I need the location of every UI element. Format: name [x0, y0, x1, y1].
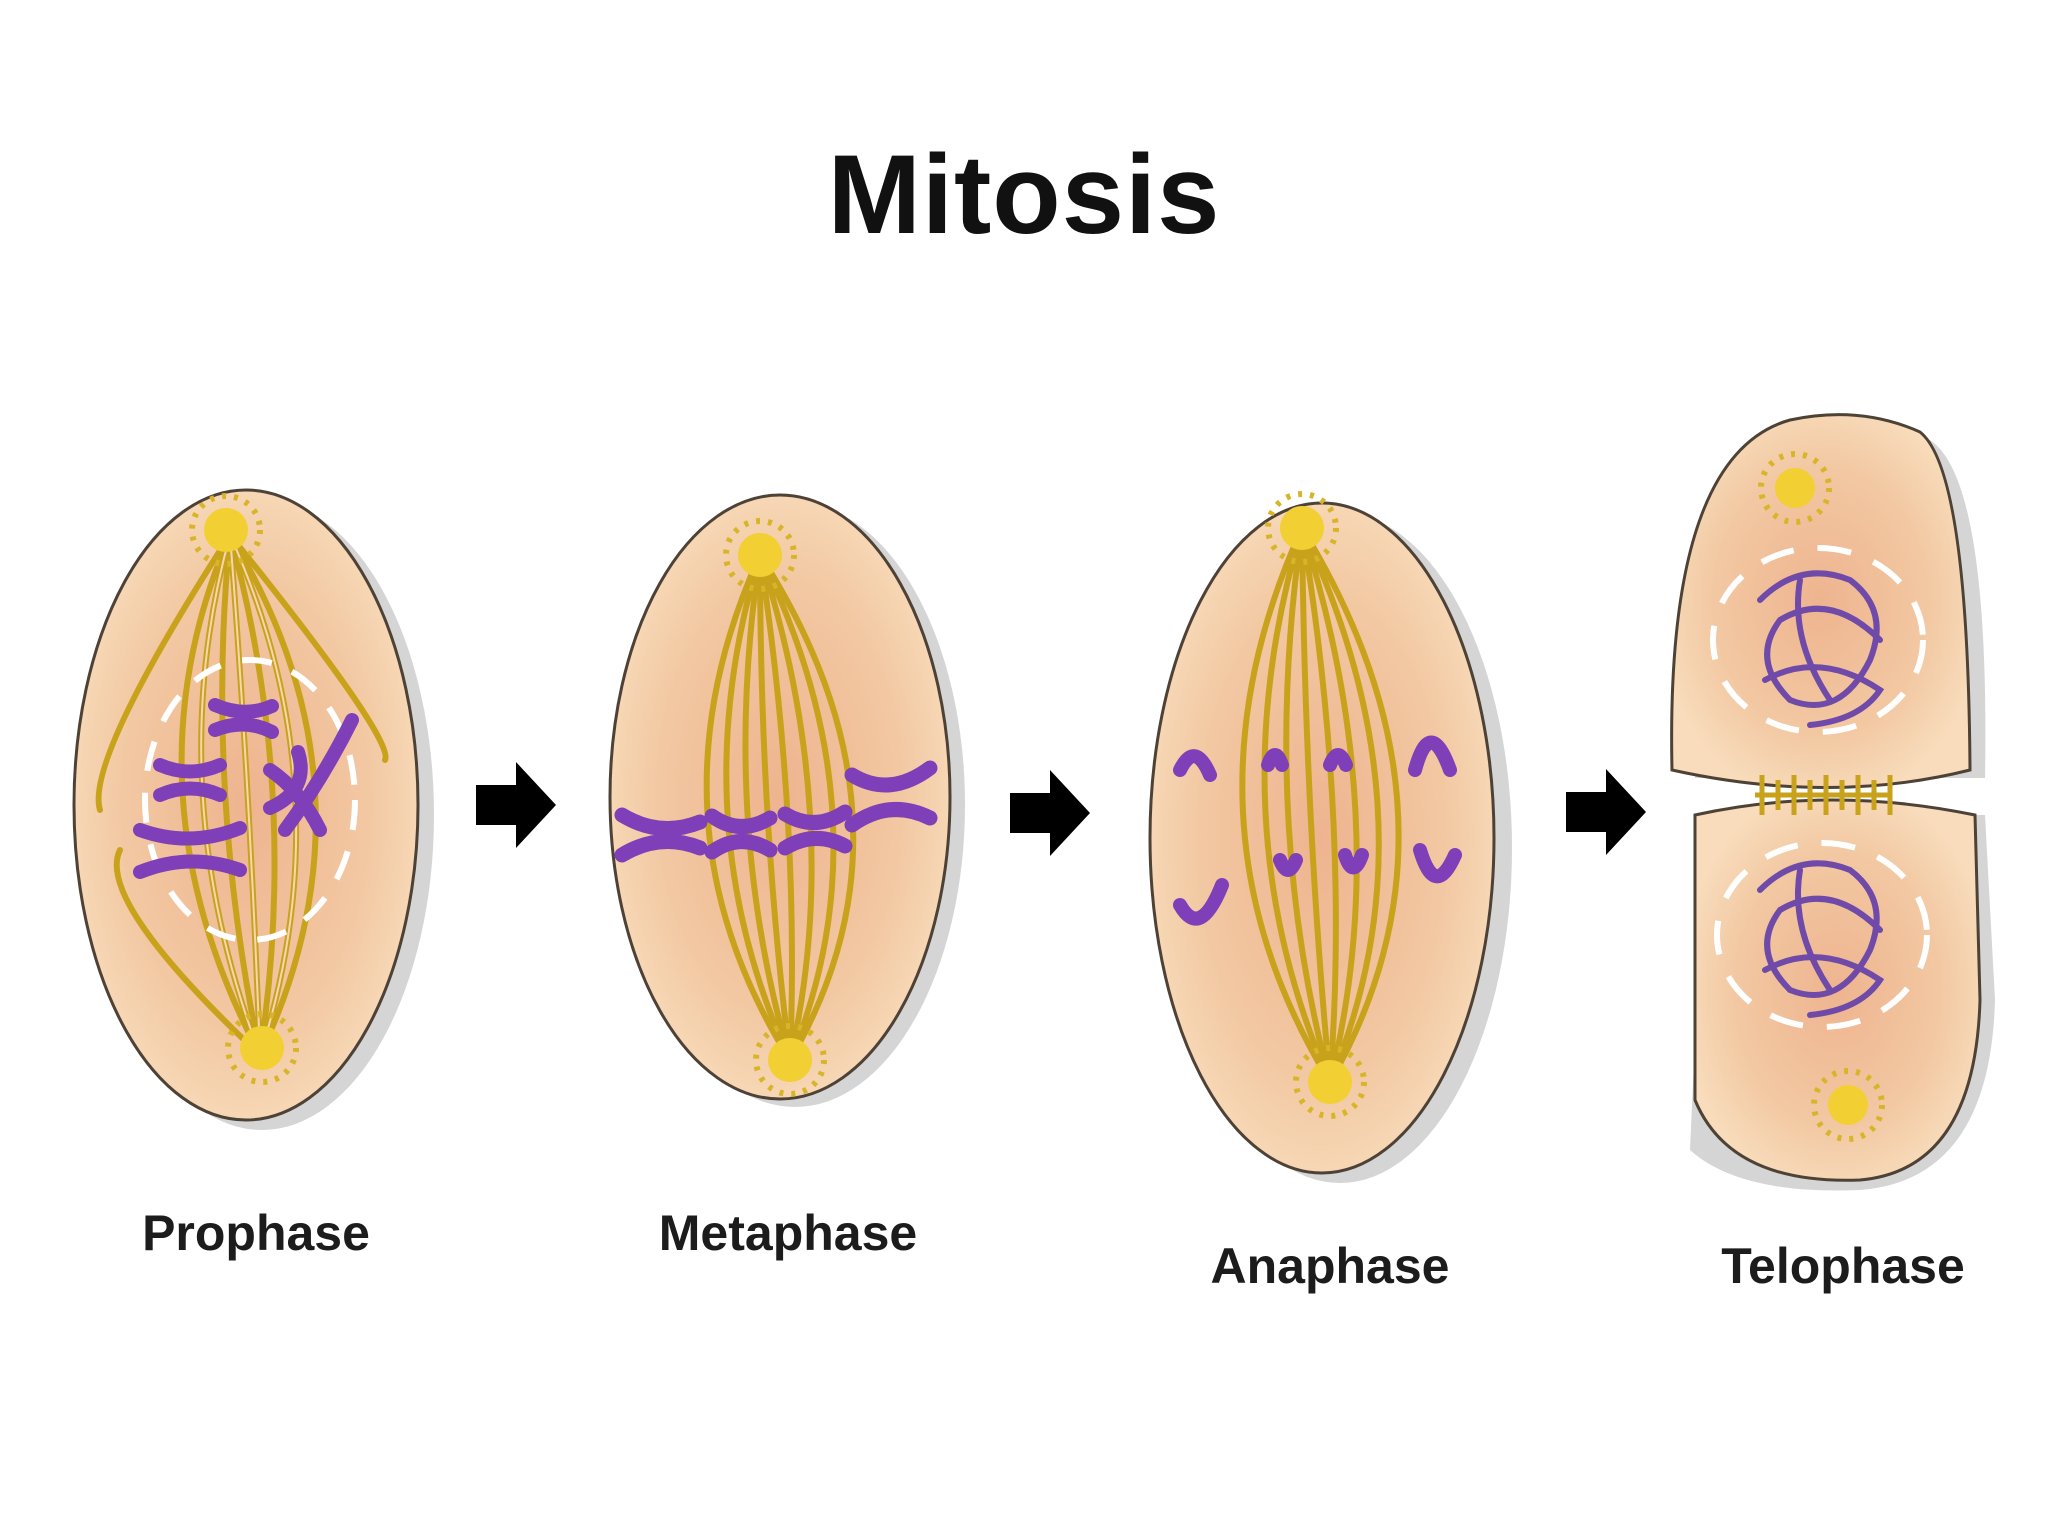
centrosome-bottom-icon [1293, 1045, 1367, 1119]
arrow-right-icon [476, 762, 556, 848]
phase-label: Anaphase [1211, 1238, 1450, 1294]
centrosome-top-icon [189, 493, 263, 567]
centrosome-bottom-icon [1811, 1068, 1885, 1142]
chromatin [1757, 570, 1885, 1018]
spindle-fibers [1239, 526, 1402, 1084]
anaphase-cell: Anaphase [1148, 491, 1512, 1294]
slide-title: Mitosis [827, 132, 1221, 257]
centrosome-top-icon [723, 518, 797, 592]
phase-label: Prophase [142, 1205, 370, 1261]
metaphase-plate-chromosomes [614, 760, 938, 863]
centrosome-top-icon [1758, 451, 1832, 525]
centrosome-top-icon [1265, 491, 1339, 565]
midbody-fibers [1755, 775, 1893, 815]
nuclear-envelope [142, 657, 358, 943]
chromosomes [133, 698, 359, 879]
phase-label: Telophase [1721, 1238, 1965, 1294]
centrosome-bottom-icon [753, 1023, 827, 1097]
arrow-right-icon [1010, 770, 1090, 856]
phase-label: Metaphase [659, 1205, 917, 1261]
spindle-fibers [703, 553, 857, 1062]
telophase-cells: Telophase [1670, 413, 1995, 1294]
centrosome-bottom-icon [225, 1011, 299, 1085]
prophase-cell: Prophase [72, 488, 434, 1261]
metaphase-cell: Metaphase [608, 493, 965, 1261]
arrow-right-icon [1566, 769, 1646, 855]
separating-chromatids [1173, 735, 1462, 926]
nuclear-envelope [1710, 545, 1930, 1030]
